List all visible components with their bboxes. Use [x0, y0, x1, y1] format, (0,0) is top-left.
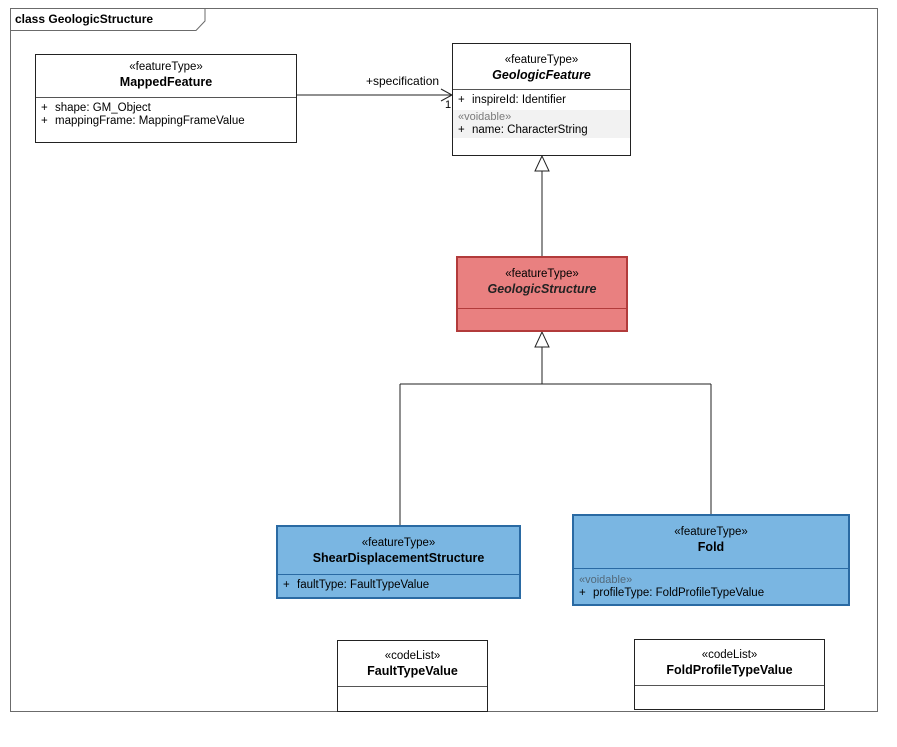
stereotype-label: «codeList» [384, 650, 441, 662]
class-name: ShearDisplacementStructure [312, 551, 485, 565]
attribute-compartment [635, 685, 824, 710]
class-name: FoldProfileTypeValue [666, 663, 793, 677]
stereotype-label: «featureType» [361, 537, 436, 549]
attribute-text: inspireId: Identifier [472, 94, 566, 106]
attribute-row: + name: CharacterString [453, 124, 630, 137]
frame-tab-outline [10, 8, 206, 31]
voidable-stereotype: «voidable» [458, 111, 512, 123]
attribute-row: + inspireId: Identifier [453, 94, 630, 107]
attribute-compartment [338, 686, 487, 712]
attribute-compartment: «voidable» + profileType: FoldProfileType… [574, 568, 848, 600]
attribute-text: name: CharacterString [472, 124, 588, 136]
attribute-row: + faultType: FaultTypeValue [278, 579, 519, 592]
attribute-compartment: + faultType: FaultTypeValue [278, 574, 519, 592]
class-name: GeologicFeature [492, 68, 591, 82]
class-name: FaultTypeValue [367, 664, 458, 678]
voidable-stereotype: «voidable» [579, 574, 633, 586]
attribute-text: profileType: FoldProfileTypeValue [593, 587, 765, 599]
attribute-text: mappingFrame: MappingFrameValue [55, 115, 245, 127]
association-role-label: +specification [366, 74, 440, 88]
stereotype-label: «featureType» [129, 61, 203, 73]
association-multiplicity-label: 1 [445, 99, 452, 111]
class-name: GeologicStructure [487, 282, 597, 296]
attribute-compartment: + inspireId: Identifier «voidable» + name:… [453, 89, 630, 138]
voidable-section: «voidable» + name: CharacterString [453, 110, 630, 138]
attribute-row: + profileType: FoldProfileTypeValue [574, 587, 848, 600]
visibility-marker: + [458, 124, 465, 136]
attribute-row: + shape: GM_Object [36, 102, 296, 115]
stereotype-label: «featureType» [674, 526, 748, 538]
generalization-arrowhead-geologic-structure [534, 330, 550, 348]
class-name: Fold [697, 540, 725, 554]
class-fault-type-value[interactable]: «codeList» FaultTypeValue [337, 640, 488, 712]
class-shear-displacement-structure[interactable]: «featureType» ShearDisplacementStructure… [276, 525, 521, 599]
attribute-row: + mappingFrame: MappingFrameValue [36, 115, 296, 128]
generalization-arrowhead-geologic-feature [534, 154, 550, 172]
stereotype-label: «codeList» [701, 649, 758, 661]
class-mapped-feature[interactable]: «featureType» MappedFeature + shape: GM_O… [35, 54, 297, 143]
stereotype-label: «featureType» [505, 268, 579, 280]
stereotype-label: «featureType» [504, 54, 579, 66]
visibility-marker: + [579, 587, 586, 599]
visibility-marker: + [283, 579, 290, 591]
class-fold-profile-type-value[interactable]: «codeList» FoldProfileTypeValue [634, 639, 825, 710]
class-name: MappedFeature [119, 75, 213, 89]
visibility-marker: + [458, 94, 465, 106]
class-geologic-feature[interactable]: «featureType» GeologicFeature + inspireId… [452, 43, 631, 156]
attribute-compartment [458, 308, 626, 331]
visibility-marker: + [41, 115, 48, 127]
visibility-marker: + [41, 102, 48, 114]
attribute-compartment: + shape: GM_Object + mappingFrame: Mapping… [36, 97, 296, 128]
attribute-text: faultType: FaultTypeValue [297, 579, 430, 591]
class-geologic-structure[interactable]: «featureType» GeologicStructure [456, 256, 628, 332]
diagram-title: class GeologicStructure [15, 12, 154, 26]
attribute-text: shape: GM_Object [55, 102, 151, 114]
class-fold[interactable]: «featureType» Fold «voidable» + profileTy… [572, 514, 850, 606]
